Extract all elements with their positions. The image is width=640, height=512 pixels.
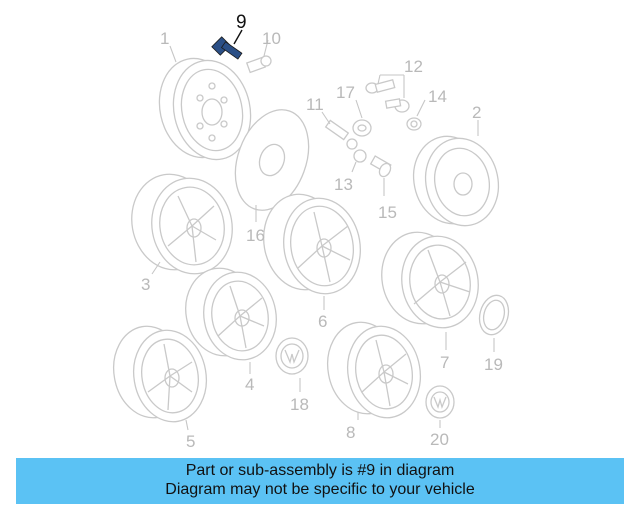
- wheel-5-alloy: [113, 325, 207, 431]
- callout-14: 14: [428, 87, 447, 106]
- callout-13: 13: [334, 175, 353, 194]
- callout-2: 2: [472, 103, 481, 122]
- part-20-cap: [425, 385, 455, 428]
- callout-8: 8: [346, 423, 355, 442]
- callout-4: 4: [245, 375, 254, 394]
- wheel-6-alloy: [263, 193, 361, 310]
- callout-10: 10: [262, 29, 281, 48]
- callout-12: 12: [404, 57, 423, 76]
- callout-3: 3: [141, 275, 150, 294]
- callout-15: 15: [378, 203, 397, 222]
- wheel-7-alloy: [381, 231, 479, 350]
- callout-7: 7: [440, 353, 449, 372]
- part-18-cap: [275, 337, 309, 392]
- wheel-4-alloy: [185, 267, 277, 374]
- callout-6: 6: [318, 312, 327, 331]
- callout-20: 20: [430, 430, 449, 449]
- callout-5: 5: [186, 432, 195, 451]
- wheel-1-steel: [158, 57, 252, 161]
- callout-17: 17: [336, 83, 355, 102]
- wheel-8-alloy: [327, 321, 421, 420]
- wheel-3-alloy: [131, 173, 233, 275]
- banner-line-part: Part or sub-assembly is #9 in diagram: [185, 462, 455, 479]
- part-10: [245, 39, 272, 74]
- callout-11: 11: [306, 95, 324, 114]
- part-16-disc: [234, 109, 310, 222]
- banner-line-disclaimer: Diagram may not be specific to your vehi…: [165, 481, 475, 498]
- info-banner: Part or sub-assembly is #9 in diagram Di…: [16, 458, 624, 504]
- callout-16: 16: [246, 226, 265, 245]
- callout-9: 9: [236, 12, 247, 33]
- callout-1: 1: [160, 29, 169, 48]
- callout-18: 18: [290, 395, 309, 414]
- parts-diagram: 1 2 3 4 5 6 7 8 9 10 11 12 13 14 15 16 1…: [113, 12, 510, 451]
- callout-19: 19: [484, 355, 503, 374]
- part-9-highlighted: [211, 29, 243, 60]
- small-hardware: [321, 74, 426, 196]
- wheel-2-steel: [412, 120, 500, 227]
- part-19-ring: [478, 294, 510, 352]
